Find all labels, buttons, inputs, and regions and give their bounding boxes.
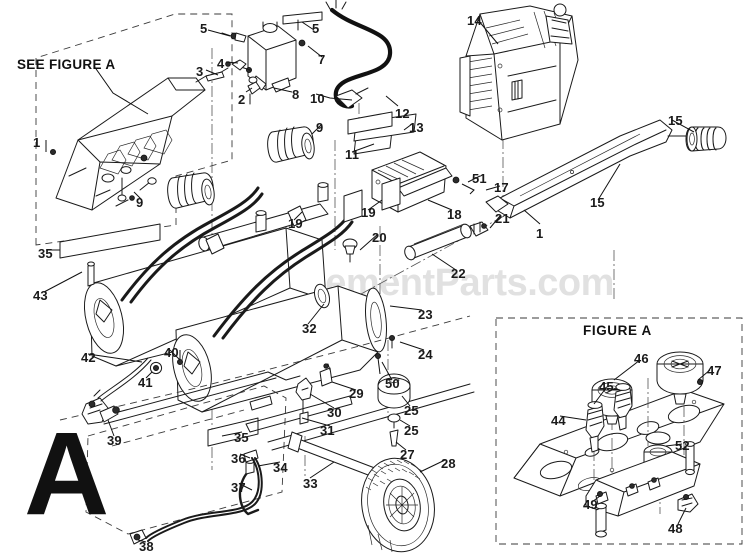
callout-number-15: 15 <box>668 113 683 128</box>
callout-number-29: 29 <box>349 386 364 401</box>
callout-number-36: 36 <box>231 451 246 466</box>
handle-grip-right <box>685 126 727 152</box>
handle-grip-upper <box>267 126 315 163</box>
callout-number-15: 15 <box>590 195 605 210</box>
callout-number-4: 4 <box>217 56 225 71</box>
see-figure-a-region <box>35 13 233 246</box>
callout-number-48: 48 <box>668 521 683 536</box>
callout-number-19: 19 <box>288 216 303 231</box>
callout-number-1: 1 <box>33 135 41 150</box>
callout-number-43: 43 <box>33 288 48 303</box>
valve-and-fasteners <box>81 261 183 425</box>
figure-a-title: FIGURE A <box>583 323 652 338</box>
callout-number-9: 9 <box>136 195 144 210</box>
callout-number-7: 7 <box>318 52 326 67</box>
callout-number-24: 24 <box>418 347 433 362</box>
drain-valve-20 <box>342 238 358 263</box>
callout-number-35: 35 <box>234 430 249 445</box>
callout-number-39: 39 <box>107 433 122 448</box>
callout-number-34: 34 <box>273 460 288 475</box>
callout-number-17: 17 <box>494 180 509 195</box>
callout-number-25: 25 <box>404 423 419 438</box>
leader-lines <box>43 19 711 543</box>
callout-number-23: 23 <box>418 307 433 322</box>
callout-number-37: 37 <box>231 480 246 495</box>
pressure-switch <box>195 11 323 105</box>
callout-number-30: 30 <box>327 405 342 420</box>
callout-number-20: 20 <box>372 230 387 245</box>
callout-number-28: 28 <box>441 456 456 471</box>
callout-number-52: 52 <box>675 438 690 453</box>
callout-number-13: 13 <box>409 120 424 135</box>
power-cord <box>325 0 393 109</box>
cylinder-tube-22 <box>404 221 489 261</box>
frame-tubes <box>120 177 401 340</box>
figure-a-inset <box>495 317 743 545</box>
callout-number-47: 47 <box>707 363 722 378</box>
quick-couplers <box>585 383 633 453</box>
callout-number-8: 8 <box>292 87 300 102</box>
small-fittings <box>129 363 333 545</box>
callout-number-45: 45 <box>599 379 614 394</box>
callout-number-3: 3 <box>196 64 204 79</box>
handle-bar <box>485 119 727 219</box>
callout-number-51: 51 <box>472 171 487 186</box>
callout-number-50: 50 <box>385 376 400 391</box>
lower-manifold <box>585 441 701 538</box>
callout-number-32: 32 <box>302 321 317 336</box>
callout-number-38: 38 <box>139 539 154 554</box>
callout-number-5: 5 <box>200 21 208 36</box>
callout-number-19: 19 <box>361 205 376 220</box>
callout-number-9: 9 <box>316 120 324 135</box>
callout-number-10: 10 <box>310 91 325 106</box>
callout-number-40: 40 <box>164 345 179 360</box>
callout-number-31: 31 <box>320 423 335 438</box>
callout-number-14: 14 <box>467 13 482 28</box>
callout-number-1: 1 <box>536 226 544 241</box>
callout-number-12: 12 <box>395 106 410 121</box>
callout-number-27: 27 <box>400 447 415 462</box>
callout-number-2: 2 <box>238 92 246 107</box>
callout-number-5: 5 <box>312 21 320 36</box>
callout-number-44: 44 <box>551 413 566 428</box>
manifold-plate-overview <box>50 77 206 211</box>
wheel-tire <box>361 457 435 553</box>
callout-number-33: 33 <box>303 476 318 491</box>
pressure-gauge-large <box>656 351 704 405</box>
callout-number-21: 21 <box>495 211 510 226</box>
callout-number-22: 22 <box>451 266 466 281</box>
base-frame <box>59 315 475 535</box>
callout-number-25: 25 <box>404 403 419 418</box>
decal-51 <box>347 111 393 135</box>
callout-number-49: 49 <box>583 497 598 512</box>
callout-number-11: 11 <box>345 147 360 162</box>
see-figure-a-label: SEE FIGURE A <box>17 57 116 72</box>
handle-grip-lower <box>167 172 215 209</box>
callout-number-35: 35 <box>38 246 53 261</box>
callout-number-18: 18 <box>447 207 462 222</box>
callout-number-42: 42 <box>81 350 96 365</box>
callout-number-41: 41 <box>138 375 153 390</box>
callout-number-46: 46 <box>634 351 649 366</box>
